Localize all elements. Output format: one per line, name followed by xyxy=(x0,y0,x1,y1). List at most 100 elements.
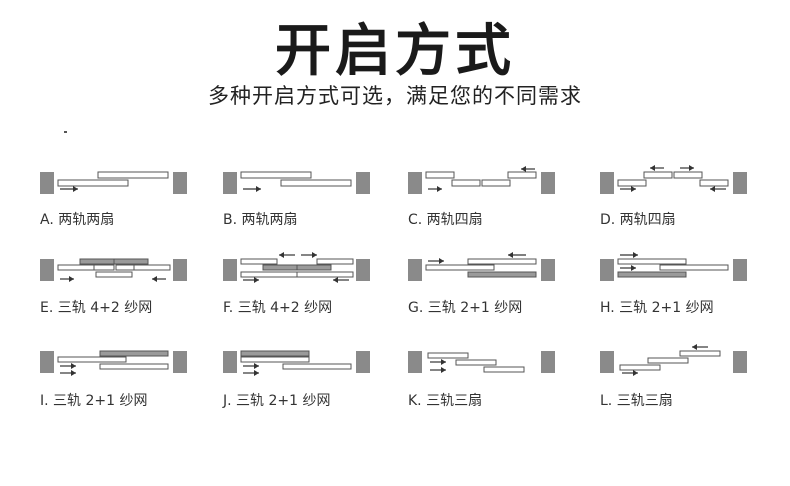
sash-2 xyxy=(647,357,689,364)
sash-3 xyxy=(115,264,137,271)
opening-option-j: J. 三轨 2+1 纱网 xyxy=(223,346,383,412)
arrowhead xyxy=(521,166,526,172)
arrowhead xyxy=(333,277,338,283)
arrowhead xyxy=(631,186,636,192)
screen-1 xyxy=(262,264,298,271)
option-caption: F. 三轨 4+2 纱网 xyxy=(223,300,333,316)
sash-5 xyxy=(95,271,133,278)
diagram-b xyxy=(223,171,370,194)
sash-3 xyxy=(481,179,511,187)
arrowhead xyxy=(650,165,655,171)
left-post xyxy=(40,259,54,281)
page-title: 开启方式 xyxy=(275,19,515,84)
arrowhead xyxy=(71,370,76,376)
option-caption: E. 三轨 4+2 纱网 xyxy=(40,300,153,316)
sash-back xyxy=(467,258,537,265)
sash-front xyxy=(57,179,129,187)
sash-1 xyxy=(57,264,95,271)
diagram-h xyxy=(600,252,747,281)
sash-1 xyxy=(425,171,455,179)
screen xyxy=(240,350,310,357)
arrowhead xyxy=(692,344,697,350)
option-caption: A. 两轨两扇 xyxy=(40,212,115,228)
sash-1 xyxy=(240,258,278,265)
opening-option-e: E. 三轨 4+2 纱网 xyxy=(40,253,200,319)
sash-front xyxy=(282,363,352,370)
sash-1 xyxy=(427,352,469,359)
sash-4 xyxy=(133,264,171,271)
diagram-i xyxy=(40,350,187,376)
arrowhead xyxy=(437,186,442,192)
sash-4 xyxy=(699,179,729,187)
opening-option-k: K. 三轨三扇 xyxy=(408,346,568,412)
option-caption: C. 两轨四扇 xyxy=(408,212,483,228)
sash-1 xyxy=(617,179,647,187)
left-post xyxy=(408,259,422,281)
left-post xyxy=(600,172,614,194)
right-post xyxy=(356,351,370,373)
arrowhead xyxy=(254,370,259,376)
screen-2 xyxy=(296,264,332,271)
right-post xyxy=(733,259,747,281)
opening-option-b: B. 两轨两扇 xyxy=(223,165,383,231)
right-post xyxy=(733,351,747,373)
arrowhead xyxy=(254,277,259,283)
arrowhead xyxy=(256,186,261,192)
sash-3 xyxy=(483,366,525,373)
sash-2 xyxy=(451,179,481,187)
screen xyxy=(617,271,687,278)
arrowhead xyxy=(279,252,284,258)
opening-option-f: F. 三轨 4+2 纱网 xyxy=(223,252,383,319)
option-caption: I. 三轨 2+1 纱网 xyxy=(40,393,148,409)
sash-2 xyxy=(93,264,115,271)
arrowhead xyxy=(631,265,636,271)
decorative-dot xyxy=(64,131,67,133)
screen-1 xyxy=(79,258,115,265)
sash-back xyxy=(97,171,169,179)
option-caption: D. 两轨四扇 xyxy=(600,212,676,228)
sash-3 xyxy=(240,271,298,278)
option-caption: G. 三轨 2+1 纱网 xyxy=(408,300,523,316)
sash-back xyxy=(240,356,310,363)
left-post xyxy=(223,351,237,373)
option-caption: H. 三轨 2+1 纱网 xyxy=(600,300,714,316)
option-caption: L. 三轨三扇 xyxy=(600,393,673,409)
right-post xyxy=(541,172,555,194)
opening-option-h: H. 三轨 2+1 纱网 xyxy=(600,252,760,319)
sash-3 xyxy=(619,364,661,371)
diagram-d xyxy=(600,165,747,194)
left-post xyxy=(408,172,422,194)
arrowhead xyxy=(633,370,638,376)
sash-back xyxy=(617,258,687,265)
right-post xyxy=(356,172,370,194)
sash-3 xyxy=(673,171,703,179)
sash-2 xyxy=(643,171,673,179)
right-post xyxy=(541,351,555,373)
diagram-c xyxy=(408,166,555,194)
sash-2 xyxy=(455,359,497,366)
right-post xyxy=(356,259,370,281)
arrowhead xyxy=(439,258,444,264)
diagram-a xyxy=(40,171,187,194)
arrowhead xyxy=(152,276,157,282)
diagram-j xyxy=(223,350,370,376)
arrowhead xyxy=(441,367,446,373)
arrowhead xyxy=(633,252,638,258)
sash-1 xyxy=(679,350,721,357)
left-post xyxy=(223,259,237,281)
right-post xyxy=(173,259,187,281)
arrowhead xyxy=(689,165,694,171)
opening-option-i: I. 三轨 2+1 纱网 xyxy=(40,346,200,412)
diagram-g xyxy=(408,252,555,281)
left-post xyxy=(40,172,54,194)
page-subtitle: 多种开启方式可选，满足您的不同需求 xyxy=(208,84,582,108)
arrowhead xyxy=(71,363,76,369)
option-caption: B. 两轨两扇 xyxy=(223,212,298,228)
option-caption: K. 三轨三扇 xyxy=(408,393,483,409)
sash-4 xyxy=(507,171,537,179)
opening-option-c: C. 两轨四扇 xyxy=(408,165,568,231)
sash-back xyxy=(240,171,312,179)
diagram-k xyxy=(408,351,555,373)
left-post xyxy=(600,351,614,373)
sash-front xyxy=(425,264,495,271)
